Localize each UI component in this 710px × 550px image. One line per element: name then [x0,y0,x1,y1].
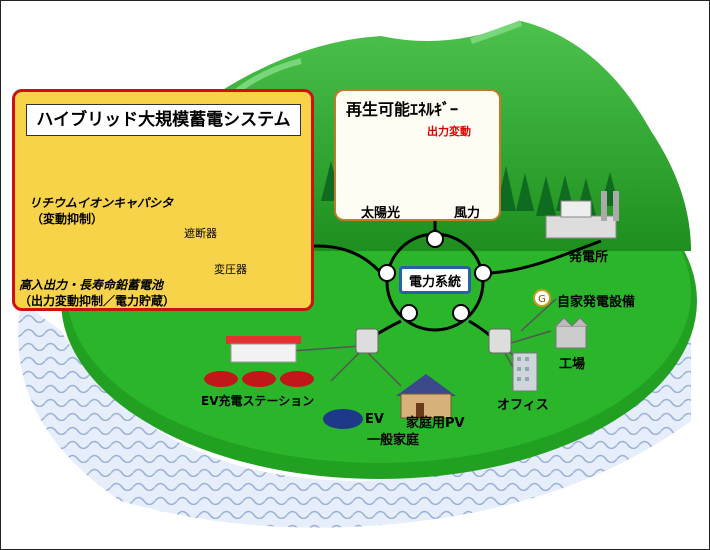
wind-label: 風力 [454,202,480,221]
fluctuation-label: 出力変動 [427,123,471,139]
private-generation-label: 自家発電設備 [557,291,635,310]
battery-sub-label: （出力変動抑制／電力貯蔵） [19,292,175,309]
capacitor-label: リチウムイオンキャパシタ [29,194,173,211]
factory-label: 工場 [559,353,585,372]
solar-label: 太陽光 [361,202,400,221]
capacitor-sub-label: （変動抑制） [31,210,103,227]
battery-label: 高入出力・長寿命鉛蓄電池 [19,276,163,293]
office-icon [513,353,537,391]
renewable-title: 再生可能ｴﾈﾙｷﾞｰ [346,96,458,120]
ev-station-label: EV充電ステーション [201,392,314,409]
power-plant-label: 発電所 [569,246,608,265]
hybrid-system-title: ハイブリッド大規模蓄電システム [26,104,301,136]
breaker-label: 遮断器 [184,225,217,241]
ev-label: EV [365,412,384,427]
ev-car-icon [323,409,363,429]
household-label: 一般家庭 [367,429,419,448]
office-label: オフィス [497,394,549,413]
svg-text:G: G [538,294,546,305]
transformer-label: 変圧器 [214,261,247,277]
power-grid-label: 電力系統 [399,266,471,294]
